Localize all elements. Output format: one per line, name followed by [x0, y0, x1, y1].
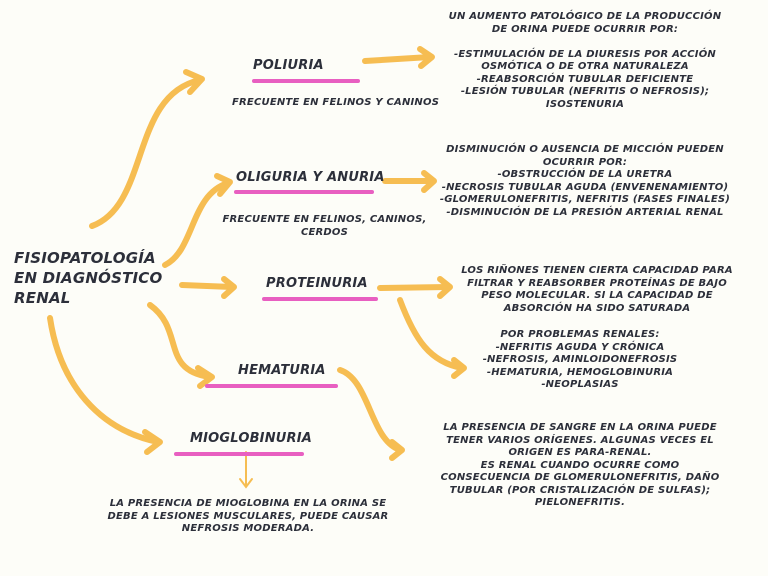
node-poliuria-label: Poliuria: [253, 58, 324, 73]
desc-line: nefrosis moderada.: [181, 523, 315, 534]
arrow-poliuria-desc-head: [417, 46, 435, 69]
oliguria-description: Disminución o ausencia de micción pueden…: [435, 144, 735, 219]
desc-line: -Nefrosis, aminloidonefrosis: [482, 354, 678, 365]
proteinuria-underline: [262, 297, 378, 301]
desc-line: Un aumento patológico de la producción: [448, 11, 722, 22]
desc-line: tener varios orígenes. Algunas veces el: [446, 434, 714, 446]
arrow-root-oliguria: [162, 180, 231, 268]
arrow-proteinuria-desc2: [397, 297, 465, 371]
arrow-root-hematuria-head: [195, 365, 215, 389]
arrow-poliuria-desc: [362, 54, 433, 64]
desc-line: -Nefritis aguda y crónica: [495, 341, 665, 353]
note-line: cerdos: [300, 227, 349, 238]
desc-line: Los riñones tienen cierta capacidad para: [461, 265, 733, 276]
desc-line: filtrar y reabsorber proteínas de bajo: [467, 277, 727, 289]
arrow-root-poliuria: [89, 77, 203, 229]
note-line: Frecuente en felinos, caninos,: [222, 214, 427, 225]
root-title: Fisiopatología en diagnóstico renal: [14, 248, 179, 308]
arrow-root-hematuria: [147, 302, 213, 380]
desc-line: origen es para-renal.: [508, 447, 652, 458]
poliuria-description: Un aumento patológico de la producción d…: [440, 11, 730, 111]
desc-line: -Necrosis tubular aguda (envenenamiento): [441, 181, 729, 193]
desc-line: ocurrir por:: [542, 156, 628, 168]
poliuria-note: Frecuente en felinos y caninos: [232, 97, 440, 108]
arrow-root-poliuria-head: [183, 69, 205, 95]
desc-line: -Glomerulonefritis, nefritis (fases fina…: [439, 194, 731, 205]
desc-line: -Estimulación de la diuresis por acción: [453, 48, 716, 60]
desc-line: osmótica o de otra naturaleza: [481, 61, 689, 72]
root-title-line: Fisiopatología: [14, 249, 156, 267]
arrow-root-mioglobinuria: [47, 315, 161, 445]
desc-line: pielonefritis.: [534, 497, 626, 508]
root-title-line: en diagnóstico: [14, 269, 163, 287]
arrow-root-proteinuria-head: [221, 276, 237, 299]
root-title-line: renal: [14, 289, 71, 307]
desc-line: Disminución o ausencia de micción pueden: [446, 144, 724, 155]
desc-line: -Reabsorción tubular deficiente: [476, 73, 694, 85]
arrow-root-proteinuria: [179, 282, 235, 290]
desc-line: Es renal cuando ocurre como: [480, 459, 680, 471]
hematuria-description: La presencia de sangre en la orina puede…: [430, 422, 730, 510]
mioglobinuria-description: La presencia de mioglobina en la orina s…: [100, 498, 396, 536]
desc-line: Por problemas renales:: [500, 329, 660, 340]
mioglobinuria-underline: [174, 452, 304, 456]
arrow-proteinuria-desc1: [377, 284, 451, 291]
desc-line: absorción ha sido saturada: [503, 302, 691, 314]
desc-line: La presencia de sangre en la orina puede: [443, 422, 717, 433]
node-proteinuria-label: Proteinuria: [266, 276, 368, 291]
desc-line: isostenuria: [545, 98, 625, 110]
proteinuria-description-2: Por problemas renales: -Nefritis aguda y…: [465, 329, 695, 392]
node-mioglobinuria-label: Mioglobinuria: [190, 431, 313, 446]
desc-line: debe a lesiones musculares, puede causar: [107, 510, 389, 522]
arrow-proteinuria-desc2-head: [451, 357, 467, 379]
desc-line: peso molecular. Si la capacidad de: [481, 290, 713, 301]
node-hematuria-label: Hematuria: [238, 363, 326, 378]
arrow-hematuria-desc: [337, 367, 403, 453]
desc-line: -Neoplasias: [541, 379, 619, 390]
node-oliguria-label: Oliguria y anuria: [236, 170, 385, 185]
desc-line: consecuencia de glomerulonefritis, daño: [440, 472, 720, 483]
arrow-oliguria-desc-head: [421, 170, 437, 193]
arrow-hematuria-desc-head: [389, 439, 405, 461]
desc-line: -Lesión tubular (nefritis o nefrosis);: [460, 86, 710, 97]
arrow-mioglobinuria-desc-head: [239, 478, 253, 489]
arrow-root-oliguria-head: [214, 173, 233, 197]
hematuria-underline: [205, 384, 338, 388]
oliguria-note: Frecuente en felinos, caninos, cerdos: [222, 213, 427, 239]
desc-line: La presencia de mioglobina en la orina s…: [109, 498, 387, 509]
desc-line: [440, 36, 730, 49]
desc-line: -Hematuria, hemoglobinuria: [486, 366, 674, 378]
desc-line: -Obstrucción de la uretra: [497, 169, 673, 180]
arrow-root-mioglobinuria-head: [142, 429, 163, 455]
poliuria-underline: [252, 79, 360, 83]
desc-line: tubular (por cristalización de sulfas);: [449, 484, 711, 496]
arrow-proteinuria-desc1-head: [437, 276, 453, 299]
desc-line: de orina puede ocurrir por:: [491, 23, 679, 35]
proteinuria-description-1: Los riñones tienen cierta capacidad para…: [452, 265, 742, 315]
desc-line: -Disminución de la presión arterial rena…: [446, 206, 724, 218]
oliguria-underline: [234, 190, 374, 194]
